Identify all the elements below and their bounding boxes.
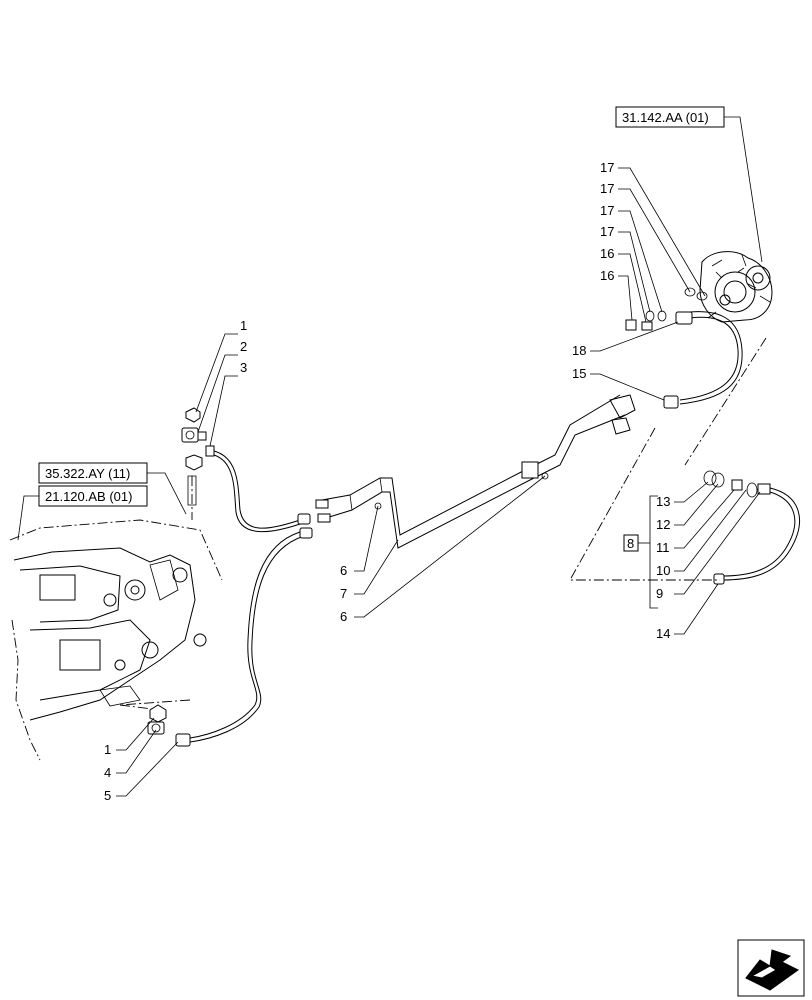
upper-fitting-group	[181, 407, 215, 520]
svg-text:16: 16	[600, 246, 614, 261]
pump-fittings	[625, 287, 708, 331]
svg-text:14: 14	[656, 626, 670, 641]
svg-text:6: 6	[340, 563, 347, 578]
callout-labels: 1 2 3 17 17 17 17 16 16 18 15 6 7 6	[104, 160, 761, 803]
next-page-arrow-icon[interactable]	[737, 939, 805, 997]
svg-text:31.142.AA (01): 31.142.AA (01)	[622, 110, 709, 125]
svg-text:17: 17	[600, 160, 614, 175]
lower-fitting-group	[147, 704, 167, 735]
ref-box-top-right[interactable]: 31.142.AA (01)	[615, 106, 763, 263]
pump-assembly	[699, 251, 773, 323]
svg-text:4: 4	[104, 765, 111, 780]
svg-text:17: 17	[600, 181, 614, 196]
dash-dot-lines	[119, 337, 767, 706]
svg-text:8: 8	[627, 536, 634, 551]
svg-text:10: 10	[656, 563, 670, 578]
transmission-housing	[9, 519, 223, 761]
ref-box-left-lower[interactable]: 21.120.AB (01)	[17, 485, 148, 541]
svg-text:11: 11	[656, 540, 670, 555]
svg-text:17: 17	[600, 224, 614, 239]
hose-pump-connection	[663, 311, 743, 409]
svg-text:17: 17	[600, 203, 614, 218]
svg-text:18: 18	[572, 343, 586, 358]
rigid-tube-pair	[315, 394, 636, 549]
svg-text:2: 2	[240, 339, 247, 354]
svg-text:21.120.AB (01): 21.120.AB (01)	[45, 489, 132, 504]
svg-text:16: 16	[600, 268, 614, 283]
ref-box-left-upper[interactable]: 35.322.AY (11)	[38, 462, 187, 515]
svg-text:13: 13	[656, 494, 670, 509]
svg-text:6: 6	[340, 609, 347, 624]
hose-upper-left	[213, 450, 311, 533]
hose-long-left	[175, 527, 313, 747]
svg-text:9: 9	[656, 586, 663, 601]
svg-text:12: 12	[656, 517, 670, 532]
svg-text:1: 1	[104, 742, 111, 757]
svg-text:1: 1	[240, 318, 247, 333]
svg-text:5: 5	[104, 788, 111, 803]
svg-text:35.322.AY (11): 35.322.AY (11)	[45, 466, 130, 481]
hose-right-detail	[703, 470, 800, 585]
svg-text:3: 3	[240, 360, 247, 375]
svg-text:7: 7	[340, 586, 347, 601]
svg-text:15: 15	[572, 366, 586, 381]
